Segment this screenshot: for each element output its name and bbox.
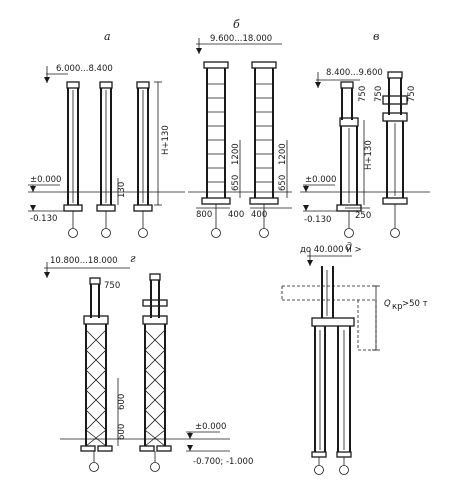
panel-g-column-1 <box>80 277 113 472</box>
panel-a-column-3 <box>133 81 153 238</box>
panel-b: б 9.600...18.000 <box>188 18 292 238</box>
panel-d-crane-load-subscript: кр <box>392 302 403 312</box>
panel-v-letter: в <box>373 30 379 43</box>
panel-g-zero-elevation: ±0.000 <box>195 422 226 432</box>
panel-b-column-2 <box>249 61 279 238</box>
panel-g-column-2 <box>139 273 172 472</box>
panel-g-dim-600-b: 600 <box>117 424 127 440</box>
panel-b-dim-400-b: 400 <box>251 210 267 220</box>
panel-b-dim-650-b: 650 <box>278 175 288 191</box>
panel-a-column-1 <box>63 81 83 238</box>
panel-g-letter: г <box>130 252 136 265</box>
panel-v-dim-750-a: 750 <box>358 86 368 102</box>
panel-a-letter: а <box>104 30 111 43</box>
panel-a-column-2 <box>96 81 116 238</box>
panel-b-top-elevation-marker <box>196 38 282 54</box>
panel-g-bottom-marker <box>186 445 230 452</box>
panel-g: г 10.800...18.000 <box>44 252 253 472</box>
panel-v-dim-750-b: 750 <box>374 86 384 102</box>
panel-v-top-elevation-marker <box>315 72 360 88</box>
panel-a-top-elevation-marker <box>44 66 68 83</box>
panel-b-column-1 <box>201 61 231 238</box>
panel-a-zero-marker <box>28 184 60 192</box>
panel-v-dim-height: H+130 <box>364 140 374 170</box>
panel-v-column-2 <box>382 71 408 238</box>
panel-g-dim-600-a: 600 <box>117 394 127 410</box>
panel-a-bottom-marker <box>28 205 64 212</box>
panel-g-top-elevation: 10.800...18.000 <box>50 256 118 266</box>
panel-d-top-elevation: до 40.000 и > <box>300 245 362 255</box>
panel-a: а 6.000...8.400 <box>28 30 185 238</box>
panel-a-dim-130: 130 <box>117 182 127 198</box>
panel-v-bottom-marker <box>303 205 337 212</box>
panel-v: в 8.400...9.600 <box>300 30 430 238</box>
panel-v-dim-250: 250 <box>355 211 371 221</box>
panel-g-top-elevation-marker <box>44 262 130 278</box>
panel-g-zero-marker <box>186 431 220 439</box>
panel-a-bottom-elevation: -0.130 <box>30 214 57 224</box>
panel-b-dim-650-a: 650 <box>231 175 241 191</box>
panel-b-dim-1200-a: 1200 <box>231 143 241 165</box>
panel-v-zero-marker <box>303 184 335 192</box>
panel-d-column <box>311 266 355 475</box>
panel-a-top-elevation: 6.000...8.400 <box>56 64 113 74</box>
panel-a-zero-elevation: ±0.000 <box>30 175 61 185</box>
panel-v-zero-elevation: ±0.000 <box>305 175 336 185</box>
panel-d-crane-load-symbol: Q <box>384 299 391 309</box>
panel-b-top-elevation: 9.600...18.000 <box>210 34 272 44</box>
panel-d-letter: д <box>345 240 352 253</box>
panel-d-crane-load-value: >50 т <box>402 299 428 309</box>
panel-b-dim-1200-b: 1200 <box>278 143 288 165</box>
panel-g-dim-750: 750 <box>104 281 120 291</box>
panel-b-letter: б <box>233 18 240 31</box>
panel-d: д до 40.000 и > <box>281 240 428 475</box>
panel-v-dim-750-c: 750 <box>407 86 417 102</box>
panel-b-dim-800: 800 <box>196 210 212 220</box>
panel-b-dim-400-a: 400 <box>228 210 244 220</box>
panel-v-top-elevation: 8.400...9.600 <box>326 68 383 78</box>
panel-g-bottom-elevation: -0.700; -1.000 <box>193 457 253 467</box>
panel-d-crane-beam-outline <box>281 285 380 351</box>
panel-a-dim-height: H+130 <box>161 125 171 155</box>
panel-d-top-elevation-marker <box>307 250 352 266</box>
panel-v-bottom-elevation: -0.130 <box>304 215 331 225</box>
